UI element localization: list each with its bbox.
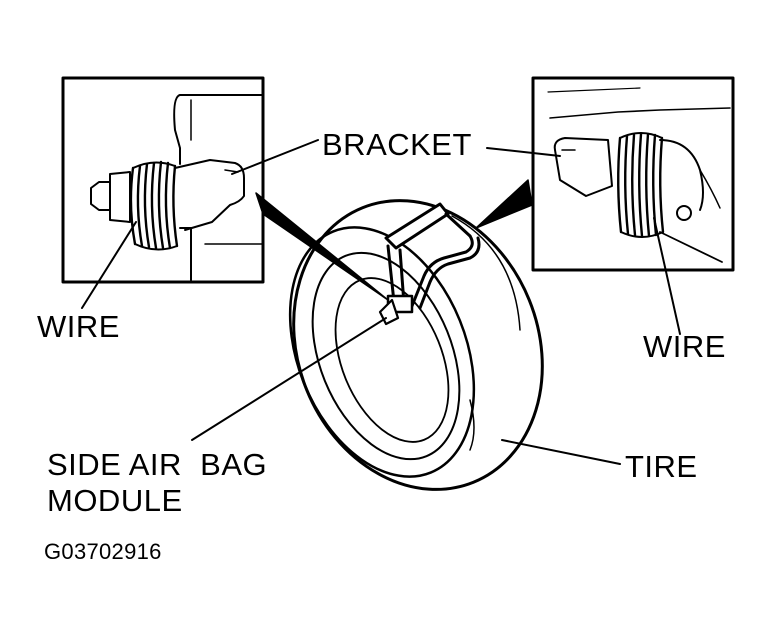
- side-air-bag-module-label-line2: MODULE: [47, 483, 183, 518]
- tire-label: TIRE: [625, 449, 698, 484]
- bracket-leader-right: [486, 147, 561, 157]
- left-detail-inset: [61, 76, 265, 284]
- right-detail-inset: [531, 76, 735, 272]
- module-leader: [191, 317, 387, 441]
- wire-right-label: WIRE: [643, 329, 726, 364]
- left-inset-wedge: [255, 192, 389, 301]
- bracket-label: BRACKET: [322, 127, 472, 162]
- leader-lines: [81, 139, 681, 465]
- wire-left-label: WIRE: [37, 309, 120, 344]
- figure-code: G03702916: [44, 539, 162, 564]
- tire: [288, 199, 544, 491]
- bracket-leader-left: [231, 139, 319, 175]
- side-air-bag-module-label-line1: SIDE AIR BAG: [47, 447, 268, 482]
- right-inset-wedge: [475, 179, 533, 229]
- tire-leader: [501, 439, 621, 465]
- wire-right-leader: [653, 217, 681, 335]
- wire-left-leader: [81, 221, 137, 309]
